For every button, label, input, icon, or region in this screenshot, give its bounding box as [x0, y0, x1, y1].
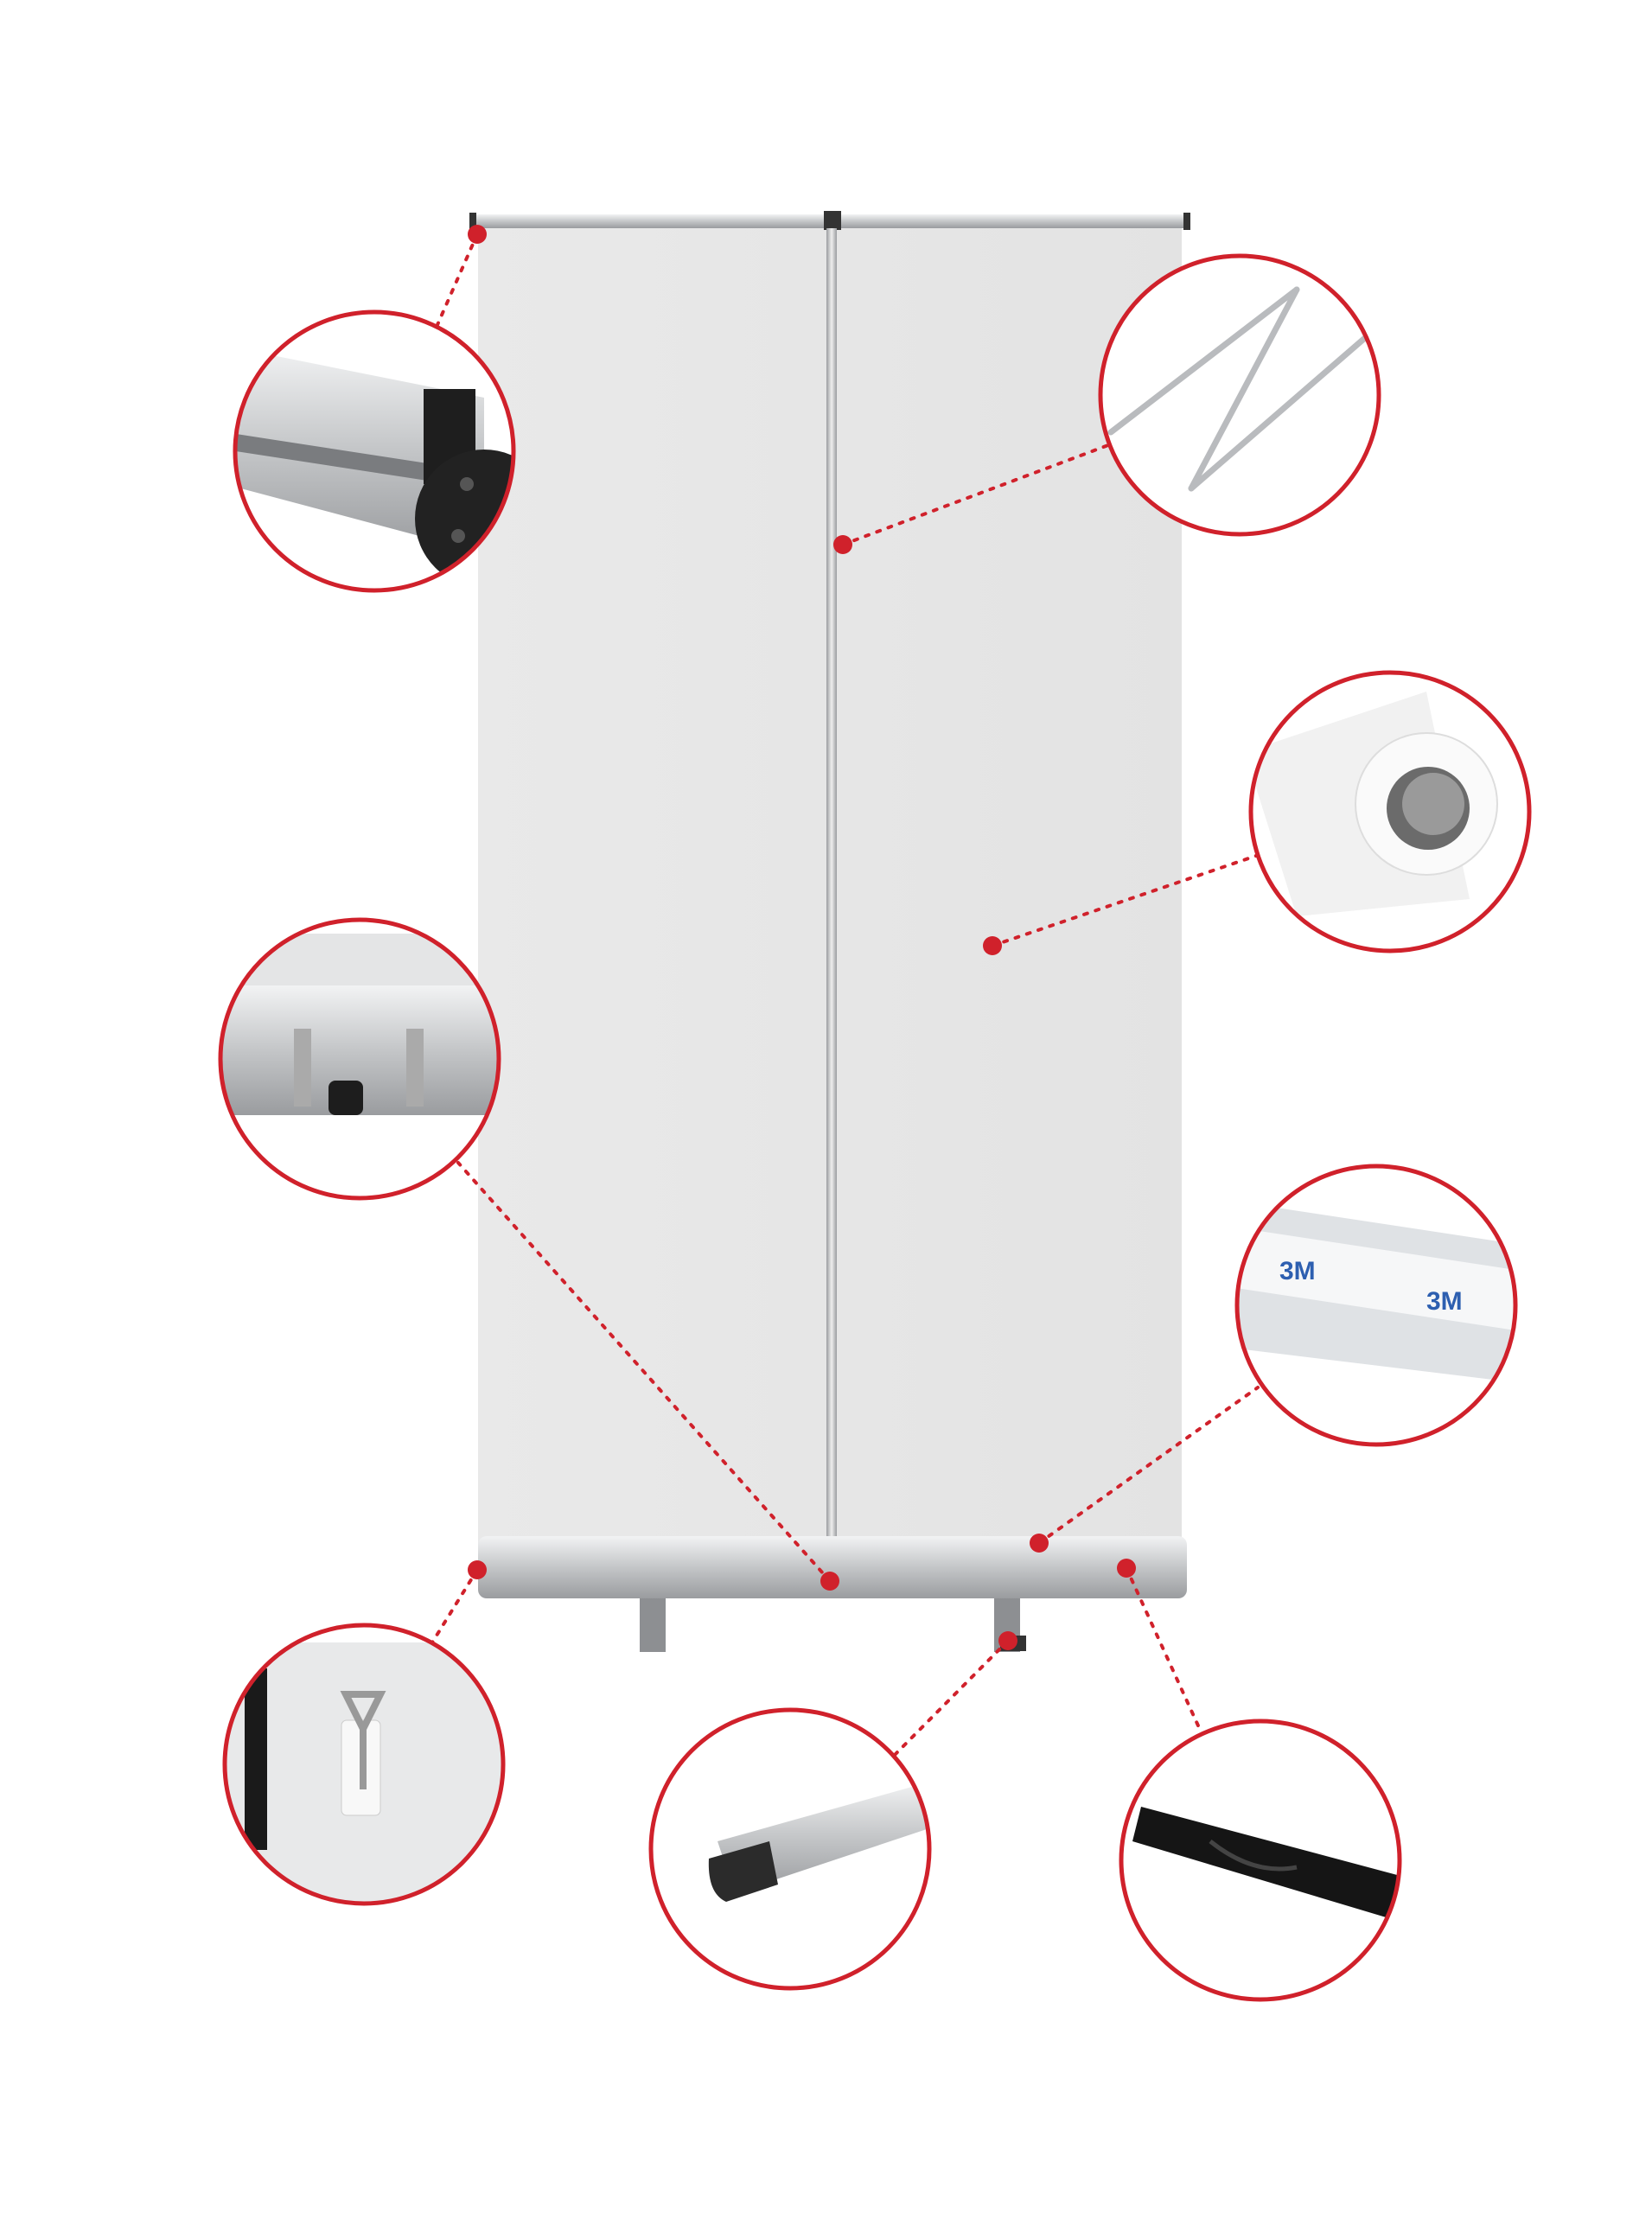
callout-dots: [468, 225, 1136, 1650]
callout-adhesive-tape: 3M 3M: [1234, 1164, 1518, 1447]
foot-left: [640, 1598, 666, 1652]
base-cassette: [478, 1536, 1187, 1598]
banner-stand: [469, 211, 1190, 1652]
callout-folding-pole: [1098, 253, 1381, 537]
top-rail-clip: [824, 211, 841, 230]
callout-carry-bag: [1119, 1719, 1402, 2002]
callout-swivel-foot: [648, 1707, 932, 1991]
support-pole: [826, 228, 837, 1542]
callout-base-end-hook: [222, 1623, 506, 1906]
callout-banner-roll: [1248, 670, 1532, 953]
callout-top-bar-end-cap: [233, 309, 516, 593]
top-rail-end-left: [469, 213, 476, 230]
top-rail-end-right: [1183, 213, 1190, 230]
callout-base-mechanism: [218, 917, 501, 1201]
callout-leaders: [431, 233, 1260, 1757]
tape-brand-label: 3M: [1279, 1257, 1316, 1285]
tape-brand-label: 3M: [1426, 1287, 1463, 1316]
